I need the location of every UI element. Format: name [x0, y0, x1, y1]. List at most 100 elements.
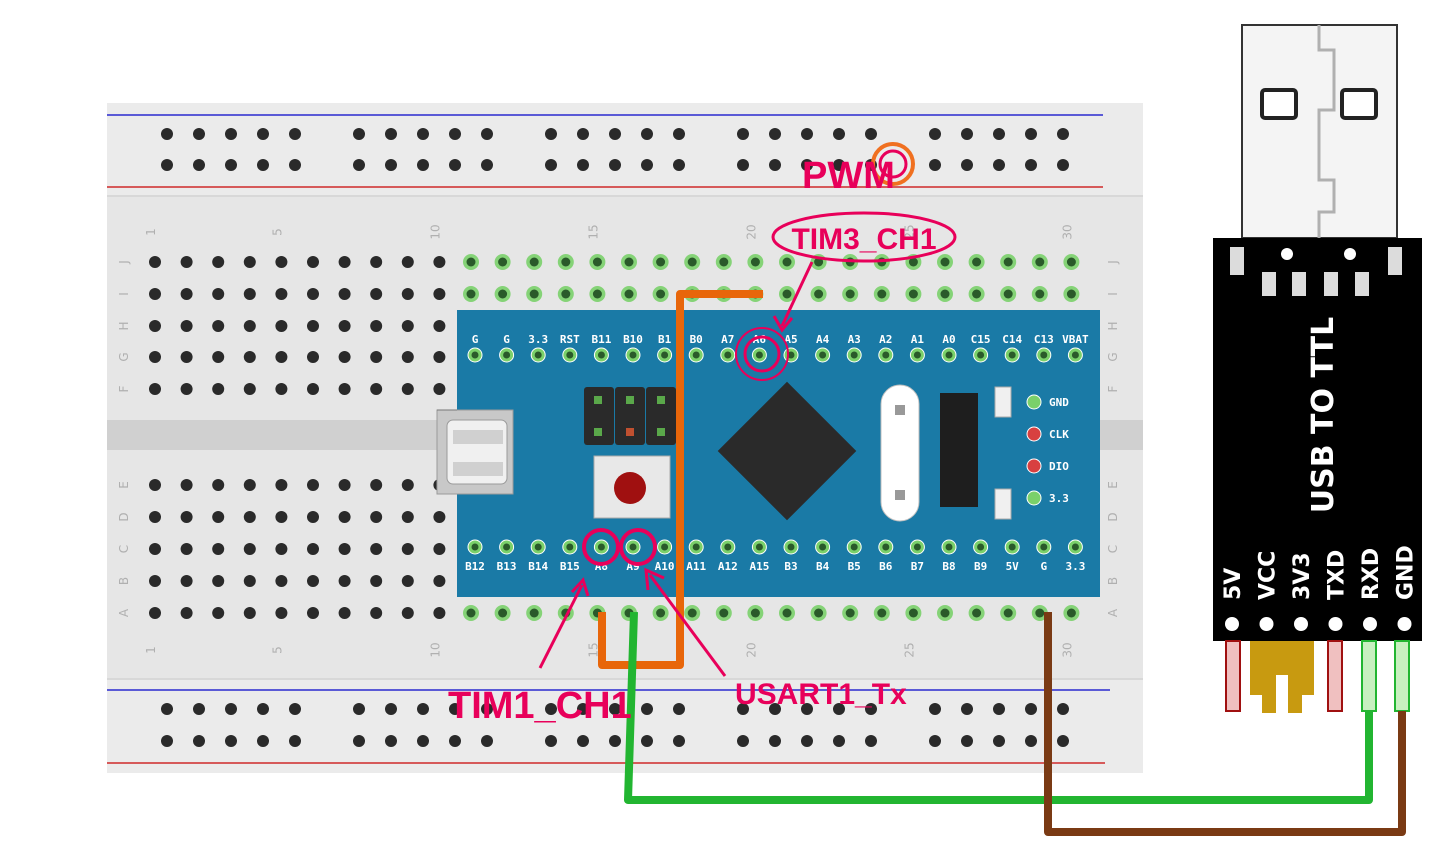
pin-label: A11 — [686, 560, 706, 573]
grid-hole — [180, 543, 193, 555]
column-number: 30 — [1060, 224, 1074, 239]
grid-hole — [180, 607, 193, 619]
rail-hole — [1025, 735, 1037, 747]
rail-hole — [769, 128, 781, 140]
rail-hole — [609, 128, 621, 140]
pin-label: B15 — [560, 560, 580, 573]
a9-marker — [619, 528, 657, 566]
column-number: 10 — [428, 642, 442, 657]
pwm-output-marker — [871, 142, 915, 186]
pin-label: A12 — [718, 560, 738, 573]
grid-hole — [307, 511, 319, 523]
grid-hole-connected — [972, 257, 982, 267]
grid-hole — [243, 479, 256, 491]
rail-hole — [1057, 159, 1069, 171]
grid-hole — [433, 607, 446, 619]
pin-label: A2 — [879, 333, 892, 346]
pin-label: B14 — [528, 560, 548, 573]
rail-hole — [289, 128, 301, 140]
grid-hole — [370, 320, 383, 332]
grid-hole-connected — [656, 608, 666, 618]
grid-hole — [401, 351, 414, 363]
row-letter: J — [1106, 260, 1120, 265]
grid-hole — [307, 256, 319, 268]
grid-hole — [433, 256, 446, 268]
pin-label: A15 — [749, 560, 769, 573]
led — [994, 488, 1012, 520]
grid-hole — [180, 288, 193, 300]
rail-hole — [833, 128, 845, 140]
rail-hole — [225, 735, 237, 747]
pin-label: A3 — [848, 333, 861, 346]
grid-hole-connected — [814, 257, 824, 267]
annotations: PWM TIM3_CH1 TIM1_CH1 USART1_Tx — [448, 142, 957, 727]
grid-hole-connected — [814, 289, 824, 299]
grid-hole-connected — [498, 608, 508, 618]
grid-hole — [370, 479, 383, 491]
grid-hole — [212, 575, 225, 587]
rail-hole — [257, 128, 269, 140]
grid-hole — [212, 383, 225, 395]
rail-hole — [641, 159, 653, 171]
rail-hole — [385, 159, 397, 171]
pin-label: C14 — [1002, 333, 1022, 346]
grid-hole — [401, 511, 414, 523]
rail-hole — [257, 159, 269, 171]
swd-pin — [1026, 458, 1042, 474]
grid-hole — [275, 511, 288, 523]
rail-hole — [577, 159, 589, 171]
column-number: 5 — [270, 646, 284, 654]
column-number: 1 — [144, 228, 158, 236]
pin-label: B5 — [848, 560, 861, 573]
ttl-pin — [1397, 617, 1412, 631]
pin-label: B13 — [497, 560, 517, 573]
boot-jumpers — [584, 387, 676, 445]
grid-hole-connected — [466, 608, 476, 618]
grid-hole — [338, 479, 351, 491]
grid-hole — [338, 288, 351, 300]
rail-hole — [481, 128, 493, 140]
grid-hole-connected — [814, 608, 824, 618]
column-number: 25 — [902, 224, 916, 239]
grid-hole-connected — [592, 289, 602, 299]
grid-hole — [180, 320, 193, 332]
bottom-power-rail — [107, 680, 1143, 773]
rail-hole — [1025, 159, 1037, 171]
regulator-chip — [940, 393, 978, 507]
ttl-pin-label: RXD — [1359, 548, 1384, 600]
rail-hole — [961, 159, 973, 171]
grid-hole-connected — [561, 289, 571, 299]
rail-hole — [801, 128, 813, 140]
grid-hole-connected — [656, 289, 666, 299]
grid-hole-connected — [1003, 608, 1013, 618]
row-letter: H — [1106, 321, 1120, 330]
grid-hole — [433, 351, 446, 363]
rail-hole — [833, 703, 845, 715]
grid-hole — [243, 383, 256, 395]
pin-label: B3 — [784, 560, 797, 573]
rail-hole — [417, 128, 429, 140]
rail-hole — [641, 703, 653, 715]
grid-hole — [149, 575, 161, 587]
row-letter: D — [117, 512, 131, 521]
grid-hole — [370, 607, 383, 619]
swd-pin-label: DIO — [1049, 460, 1069, 473]
grid-hole — [275, 256, 288, 268]
wire-brown — [1044, 612, 1406, 836]
pin-label: B4 — [816, 560, 830, 573]
grid-hole — [401, 543, 414, 555]
grid-hole — [212, 320, 225, 332]
rail-hole — [353, 735, 365, 747]
row-letter: A — [1106, 608, 1120, 617]
pin-label: G — [1040, 560, 1047, 573]
rail-hole — [1025, 128, 1037, 140]
grid-hole — [338, 383, 351, 395]
grid-hole — [275, 575, 288, 587]
reset-button — [593, 455, 671, 519]
rail-hole — [993, 128, 1005, 140]
grid-hole-connected — [466, 289, 476, 299]
grid-hole — [307, 479, 319, 491]
